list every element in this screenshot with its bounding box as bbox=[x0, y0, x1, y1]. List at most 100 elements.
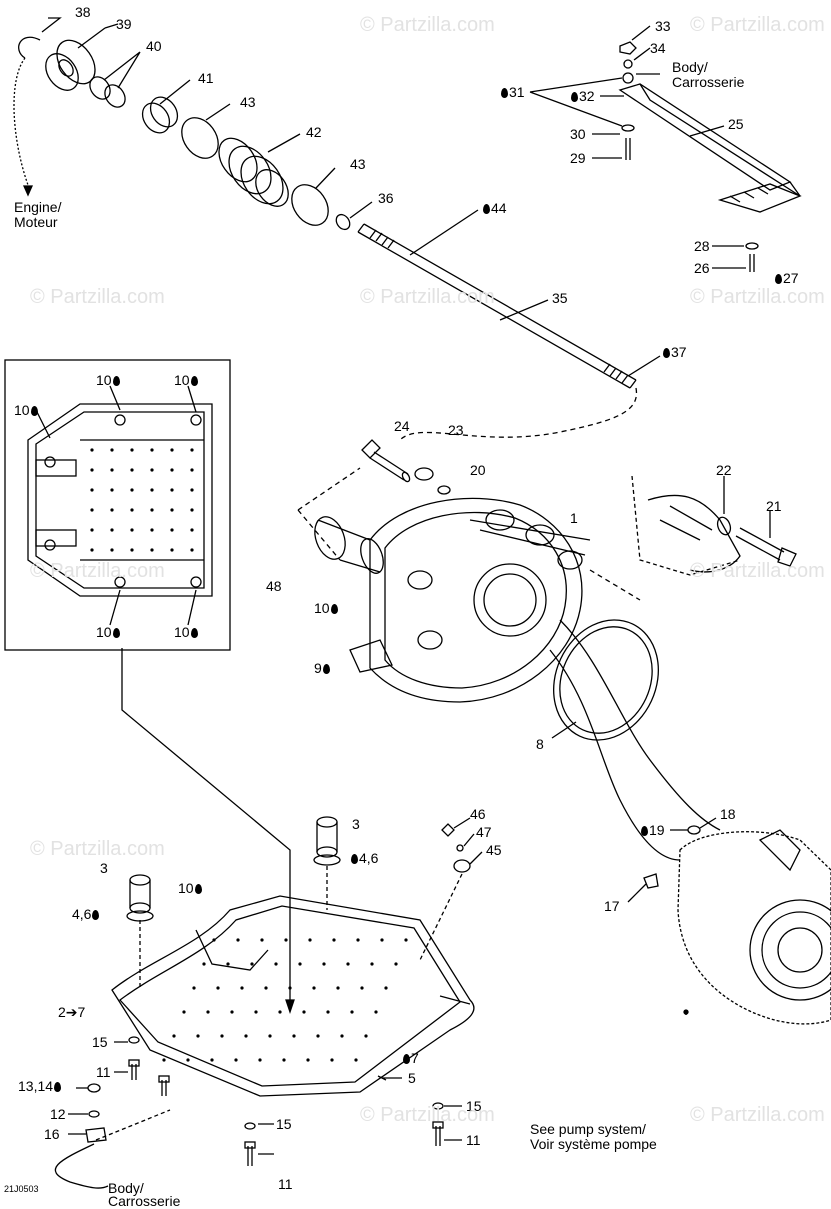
leader-38 bbox=[41, 17, 62, 33]
plate-hole bbox=[90, 468, 94, 472]
callout-8: 8 bbox=[536, 736, 544, 752]
watermark: © Partzilla.com bbox=[360, 286, 495, 308]
hardware-45-47 bbox=[441, 823, 471, 873]
callout-4-6-left: 4,6 bbox=[72, 906, 100, 922]
ring-36 bbox=[335, 213, 351, 231]
inset-callout-10-top-left: 10 bbox=[96, 372, 121, 388]
washer-22 bbox=[716, 516, 732, 536]
plate-hole bbox=[90, 488, 94, 492]
callout-19: 19 bbox=[640, 822, 665, 838]
plate-hole bbox=[354, 1058, 358, 1062]
hardware-stack-bottom bbox=[745, 242, 759, 272]
plate-hole bbox=[322, 962, 326, 966]
note-body-bottom: Body/Carrosserie bbox=[108, 1180, 181, 1209]
watermark: © Partzilla.com bbox=[690, 1104, 825, 1126]
leader-42 bbox=[267, 133, 301, 153]
plate-hole bbox=[394, 962, 398, 966]
pump-housing bbox=[349, 497, 591, 703]
sealant-drop-icon bbox=[501, 88, 508, 98]
plate-hole bbox=[170, 508, 174, 512]
plate-hole bbox=[364, 1034, 368, 1038]
inset-callout-10-bottom-right: 10 bbox=[174, 624, 199, 640]
plate-hole bbox=[130, 448, 134, 452]
callout-9: 9 bbox=[314, 660, 331, 676]
projection-shaft bbox=[399, 387, 638, 441]
leader-39 bbox=[77, 23, 119, 49]
support-bracket-25 bbox=[618, 83, 802, 213]
drawing-code: 21J0503 bbox=[4, 1184, 39, 1194]
callout-25: 25 bbox=[728, 116, 744, 132]
leader-43a bbox=[205, 103, 231, 121]
plate-hole bbox=[316, 1034, 320, 1038]
note-engine: Engine/Moteur bbox=[14, 199, 62, 230]
projection-16 bbox=[95, 1109, 171, 1141]
plate-hole bbox=[110, 528, 114, 532]
washer-23 bbox=[414, 467, 434, 481]
sealant-drop-icon bbox=[483, 204, 490, 214]
callout-23: 23 bbox=[448, 422, 464, 438]
leader-18 bbox=[699, 817, 717, 829]
callout-2-to-7: 2➔7 bbox=[58, 1004, 86, 1020]
watermark: © Partzilla.com bbox=[360, 14, 495, 36]
plate-hole bbox=[330, 1058, 334, 1062]
watermark: © Partzilla.com bbox=[30, 560, 165, 582]
note-body-top: Body/Carrosserie bbox=[672, 59, 745, 90]
plate-hole bbox=[326, 1010, 330, 1014]
plate-hole bbox=[298, 962, 302, 966]
plate-hole bbox=[90, 508, 94, 512]
callout-46: 46 bbox=[470, 806, 486, 822]
callout-18: 18 bbox=[720, 806, 736, 822]
leader-36 bbox=[349, 201, 373, 219]
screw-11-mid bbox=[158, 1075, 170, 1096]
plate-hole bbox=[284, 938, 288, 942]
callout-12: 12 bbox=[50, 1106, 66, 1122]
plate-hole bbox=[110, 488, 114, 492]
plate-hole bbox=[234, 1058, 238, 1062]
callout-3-center: 3 bbox=[352, 816, 360, 832]
clamp-43-upper bbox=[181, 117, 219, 159]
callout-38: 38 bbox=[75, 4, 91, 20]
plate-hole bbox=[150, 548, 154, 552]
plate-hole bbox=[370, 962, 374, 966]
sealant-drop-icon bbox=[190, 628, 198, 638]
plate-hole bbox=[130, 528, 134, 532]
screw-11-bottom-right bbox=[432, 1102, 444, 1146]
callout-42: 42 bbox=[306, 124, 322, 140]
callout-47: 47 bbox=[476, 824, 492, 840]
plate-hole bbox=[282, 1058, 286, 1062]
callout-32: 32 bbox=[570, 88, 595, 104]
callout-26: 26 bbox=[694, 260, 710, 276]
plate-hole bbox=[190, 528, 194, 532]
plate-hole bbox=[150, 448, 154, 452]
sealant-drop-icon bbox=[330, 604, 338, 614]
callout-22: 22 bbox=[716, 462, 732, 478]
plate-hole bbox=[190, 468, 194, 472]
callout-40: 40 bbox=[146, 38, 162, 54]
plate-hole bbox=[182, 1010, 186, 1014]
plate-hole bbox=[306, 1058, 310, 1062]
plate-hole bbox=[360, 986, 364, 990]
plate-hole bbox=[240, 986, 244, 990]
callout-11-center: 11 bbox=[278, 1176, 293, 1192]
plate-hole bbox=[278, 1010, 282, 1014]
callout-11-right: 11 bbox=[466, 1132, 481, 1148]
leaders-bottom-screws bbox=[114, 1041, 462, 1155]
screw-11-left bbox=[128, 1036, 140, 1080]
leader-40 bbox=[103, 51, 141, 89]
plate-hole bbox=[350, 1010, 354, 1014]
leader-33 bbox=[631, 25, 651, 41]
plate-hole bbox=[90, 448, 94, 452]
plate-hole bbox=[186, 1058, 190, 1062]
plate-hole bbox=[308, 938, 312, 942]
callout-48: 48 bbox=[266, 578, 282, 594]
callout-1: 1 bbox=[570, 510, 578, 526]
leader-34 bbox=[633, 47, 651, 61]
plate-hole bbox=[170, 448, 174, 452]
plate-hole bbox=[130, 548, 134, 552]
callout-34: 34 bbox=[650, 40, 666, 56]
callout-30: 30 bbox=[570, 126, 586, 142]
watermark: © Partzilla.com bbox=[360, 1104, 495, 1126]
callout-36: 36 bbox=[378, 190, 394, 206]
plate-hole bbox=[196, 1034, 200, 1038]
grommet-3-left bbox=[126, 874, 154, 922]
